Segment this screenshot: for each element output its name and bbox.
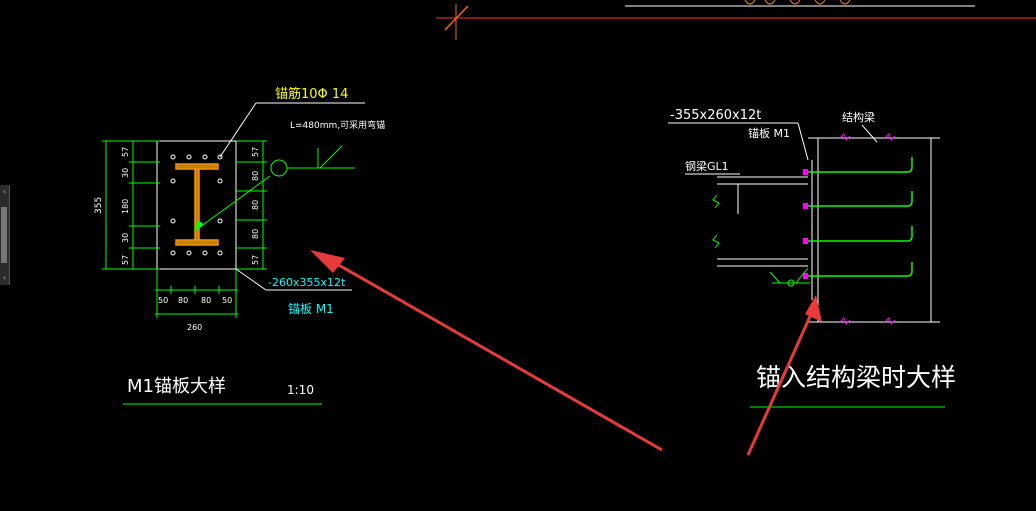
left-dimension-lines — [102, 140, 160, 270]
anchor-plate-outline — [156, 140, 237, 270]
length-note: L=480mm,可采用弯锚 — [290, 119, 385, 131]
rebar-leader — [219, 102, 365, 158]
plate-name: 锚板 M1 — [288, 301, 334, 316]
anchor-bars — [806, 157, 913, 277]
left-detail-scale: 1:10 — [287, 383, 314, 397]
steel-beam-label: 钢梁GL1 — [685, 159, 729, 173]
rebar-label: 锚筋10Φ 14 — [275, 86, 348, 102]
anchor-bolt-holes — [170, 154, 223, 256]
dim-bottom-4: 50 — [222, 296, 232, 305]
right-plate-label: -355x260x12t — [670, 108, 761, 123]
dim-bottom-3: 80 — [201, 296, 211, 305]
right-detail-title: 锚入结构梁时大样 — [756, 363, 956, 392]
scroll-thumb[interactable] — [1, 207, 7, 263]
bottom-dimension-lines — [155, 269, 238, 318]
dim-right-1: 57 — [251, 147, 260, 157]
dim-right-4: 80 — [251, 229, 260, 239]
right-plate-leader — [797, 122, 809, 161]
dim-right-3: 80 — [251, 200, 260, 210]
anchor-bar-heads — [803, 169, 808, 279]
dim-right-2: 80 — [251, 171, 260, 181]
structural-beam-anchor-detail[interactable]: -355x260x12t 锚板 M1 结构梁 — [668, 108, 956, 408]
right-plate-name: 锚板 M1 — [748, 126, 790, 140]
scroll-up-icon[interactable]: ‹ — [2, 187, 7, 196]
steel-beam-gl1 — [712, 176, 808, 267]
vertical-scrollbar[interactable]: ‹ ‹ — [0, 185, 10, 285]
dim-left-1: 57 — [121, 147, 130, 157]
dim-right-5: 57 — [251, 255, 260, 265]
scroll-down-icon[interactable]: ‹ — [2, 273, 7, 282]
structural-beam — [808, 137, 940, 323]
dim-bottom-2: 80 — [178, 296, 188, 305]
dim-left-5: 57 — [121, 255, 130, 265]
dim-bottom-total: 260 — [187, 323, 202, 332]
left-detail-title: M1锚板大样 — [127, 376, 226, 397]
beam-break-marks — [839, 133, 896, 325]
top-partial-drawing — [436, 0, 1036, 40]
plate-leader — [235, 268, 352, 291]
beam-label-leader — [861, 124, 878, 143]
i-beam-section — [175, 163, 219, 246]
weld-symbol — [769, 267, 810, 287]
dim-left-4: 30 — [121, 233, 130, 243]
anchor-plate-m1-detail[interactable]: 355 57 30 180 30 57 57 80 80 80 57 — [94, 86, 385, 405]
dim-left-2: 30 — [121, 168, 130, 178]
dim-left-total: 355 — [94, 197, 104, 214]
weld-leader — [194, 145, 355, 232]
dim-bottom-1: 50 — [158, 296, 168, 305]
right-dimension-lines — [236, 140, 267, 270]
dim-left-3: 180 — [121, 199, 130, 214]
plate-label: -260x355x12t — [268, 276, 346, 289]
right-beam-label: 结构梁 — [842, 110, 875, 124]
red-annotation-arrows — [310, 250, 822, 456]
